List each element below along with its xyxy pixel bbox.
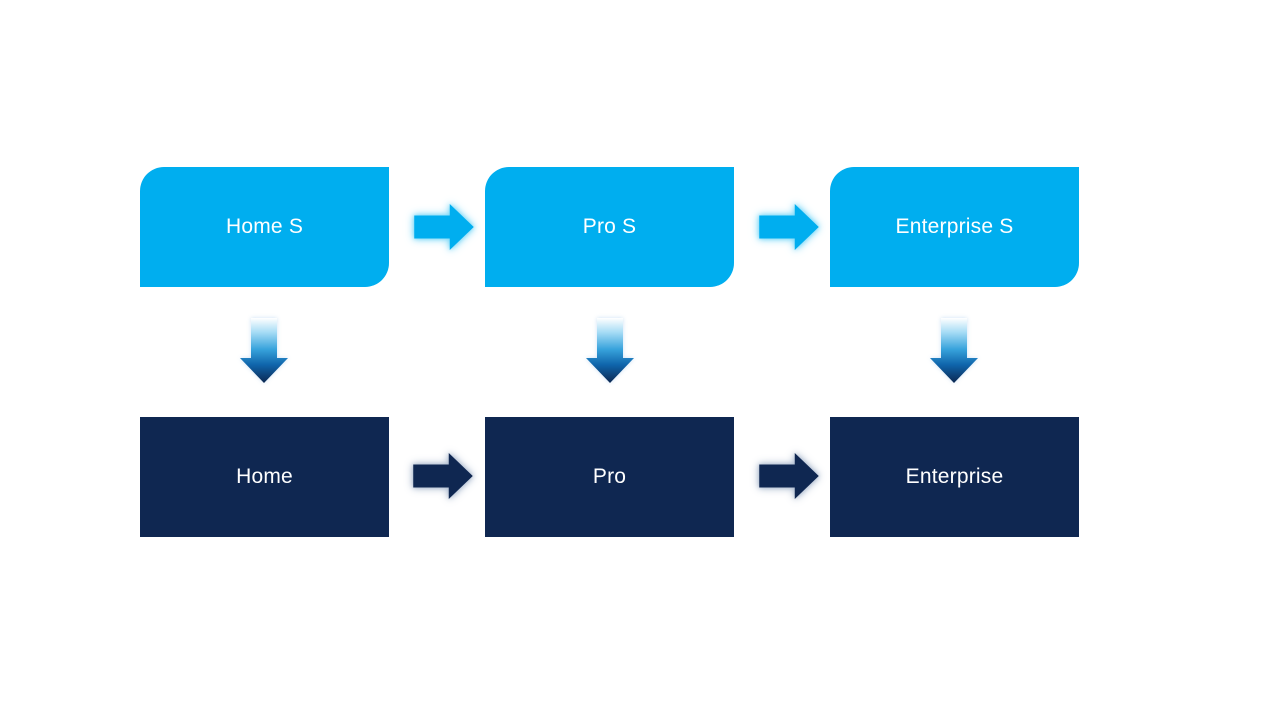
node-home-s: Home S [140, 167, 389, 287]
node-enterprise-s: Enterprise S [830, 167, 1079, 287]
node-pro-label: Pro [592, 465, 627, 488]
arrow-home-s-to-pro-s-icon [412, 203, 476, 251]
arrow-enterprise-s-to-enterprise-icon [930, 318, 978, 384]
node-home: Home [140, 417, 389, 537]
arrow-pro-s-to-enterprise-s-icon [757, 203, 821, 251]
arrow-home-s-to-home-icon [240, 318, 288, 384]
node-home-s-label: Home S [225, 215, 304, 238]
arrow-pro-s-to-pro-icon [586, 318, 634, 384]
node-pro-s-label: Pro S [582, 215, 637, 238]
node-home-label: Home [236, 465, 293, 488]
node-enterprise-s-label: Enterprise S [895, 215, 1014, 238]
arrow-pro-to-enterprise-icon [757, 452, 821, 500]
node-enterprise: Enterprise [830, 417, 1079, 537]
node-pro: Pro [485, 417, 734, 537]
node-pro-s: Pro S [485, 167, 734, 287]
arrow-home-to-pro-icon [411, 452, 475, 500]
node-enterprise-label: Enterprise [905, 465, 1004, 488]
